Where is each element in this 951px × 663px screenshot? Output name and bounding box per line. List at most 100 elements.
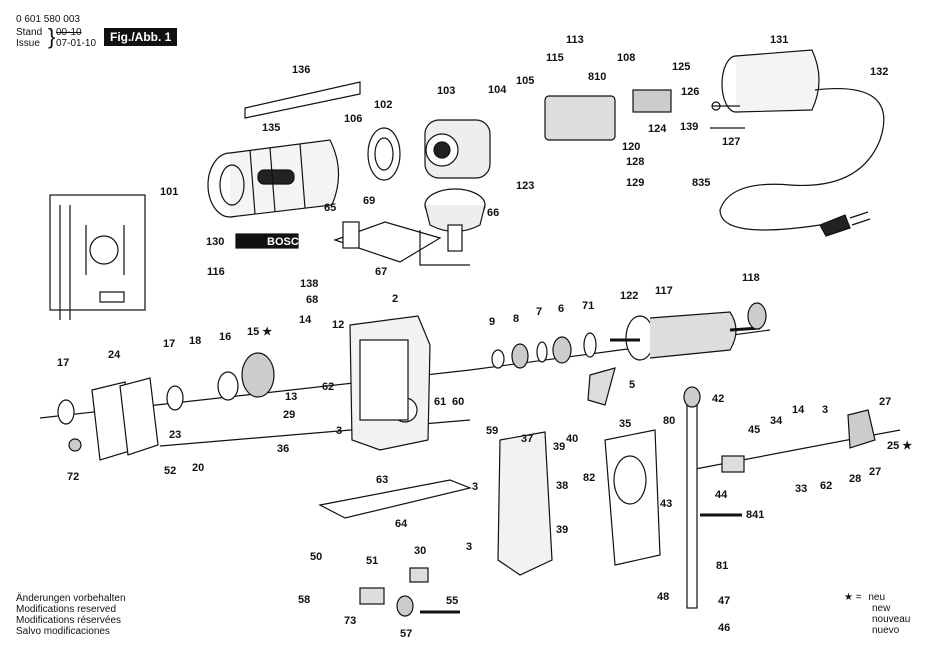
legend-word-es: nuevo [872,625,900,636]
callout-label: 6 [558,303,564,315]
callout-label: 3 [466,541,472,553]
callout-label: 48 [657,591,669,603]
callout-label: 80 [663,415,675,427]
callout-label: 36 [277,443,289,455]
callout-label: 125 [672,61,690,73]
callout-label: 63 [376,474,388,486]
callout-label: 72 [67,471,79,483]
callout-label: 57 [400,628,412,640]
callout-label: 39 [553,441,565,453]
footer-line-es: Salvo modificaciones [16,626,110,637]
footer-line-de: Änderungen vorbehalten [16,593,126,604]
callout-label: 9 [489,316,495,328]
callout-label: 65 [324,202,336,214]
callout-label: 67 [375,266,387,278]
bearing-118 [747,302,767,330]
end-ring [367,127,401,181]
callout-label: 136 [292,64,310,76]
callout-label: 120 [622,141,640,153]
rail-bar [244,81,361,119]
callout-label: 62 [820,480,832,492]
sleeve-57 [396,595,414,617]
callout-label: 122 [620,290,638,302]
callout-label: 17 [57,357,69,369]
callout-label: 35 [619,418,631,430]
power-cable [719,88,885,231]
callout-label: 47 [718,595,730,607]
footer-line-fr: Modifications réservées [16,615,122,626]
terminal-block [632,89,672,113]
callout-label: 66 [487,207,499,219]
footer-notes: Änderungen vorbehalten Modifications res… [16,593,126,637]
callout-label: 68 [306,294,318,306]
callout-label: 15 ★ [247,326,272,338]
rocker-25 [847,409,876,449]
legend-word-de: neu [868,592,886,603]
callout-label: 14 [792,404,805,416]
callout-label: 116 [207,266,225,278]
callout-label: 3 [336,425,342,437]
armature [610,311,761,361]
brace-glyph: } [48,24,56,49]
callout-label: 40 [566,433,578,445]
callout-label: 27 [879,396,891,408]
brand-plate-shape [235,233,299,249]
callout-label: 17 [163,338,175,350]
callout-label: 43 [660,498,672,510]
roller-carrier [721,455,745,473]
callout-label: 23 [169,429,181,441]
callout-label: 132 [870,66,888,78]
callout-label: 13 [285,391,297,403]
callout-label: 5 [629,379,635,391]
callout-label: 34 [770,415,783,427]
wiring-schematic [49,194,146,320]
callout-label: 33 [795,483,807,495]
callout-label: 105 [516,75,534,87]
callout-label: 46 [718,622,730,634]
gear-wheel [241,352,275,398]
legend-word-fr: nouveau [872,614,911,625]
callout-label: 16 [219,331,231,343]
lever-5 [587,367,616,406]
callout-label: 102 [374,99,392,111]
base-plate [333,221,442,263]
callout-label: 42 [712,393,724,405]
callout-label: 115 [546,52,564,64]
callout-label: 841 [746,509,764,521]
ring-17b [166,385,184,411]
callout-label: 2 [392,293,398,305]
bearing-6 [552,336,572,364]
bush-42 [683,386,701,408]
callout-label: 62 [322,381,334,393]
part-number: 0 601 580 003 [16,14,80,25]
callout-label: 20 [192,462,204,474]
callout-label: 124 [648,123,667,135]
capacitor [711,49,820,113]
callout-label: 81 [716,560,728,572]
holder-51 [359,587,385,605]
callout-label: 130 [206,236,224,248]
callout-label: 103 [437,85,455,97]
callout-label: 135 [262,122,280,134]
bracket-37 [497,431,553,576]
bearing-9 [491,349,505,369]
callout-label: 117 [655,285,673,297]
callout-label: 3 [822,404,828,416]
callout-label: 12 [332,319,344,331]
callout-label: 101 [160,186,178,198]
callout-label: 139 [680,121,698,133]
callout-label: 27 [869,466,881,478]
callout-label: 73 [344,615,356,627]
motor-housing [207,139,340,218]
callout-label: 106 [344,113,362,125]
callout-label: 128 [626,156,644,168]
issue-date: 07-01-10 [56,38,97,49]
callout-label: 118 [742,272,760,284]
plunger-rod [686,397,698,609]
callout-label: 37 [521,433,533,445]
footer-line-en: Modifications reserved [16,604,117,615]
callout-label: 28 [849,473,861,485]
callout-label: 51 [366,555,378,567]
switch-block [544,95,616,141]
